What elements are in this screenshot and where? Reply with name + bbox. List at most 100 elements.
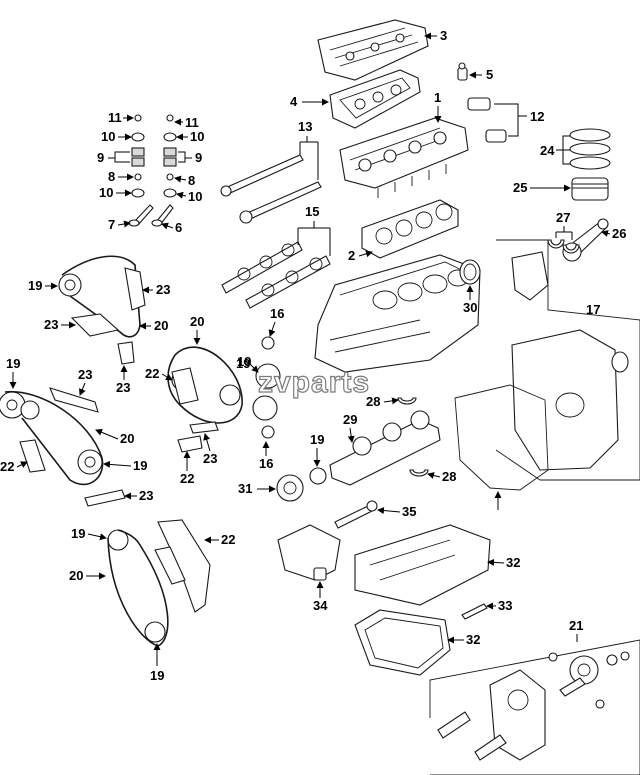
callout-23-d: 23 (78, 367, 92, 382)
callout-9-left: 9 (97, 150, 104, 165)
callout-24: 24 (540, 143, 555, 158)
connecting-rod (562, 218, 609, 262)
upper-oil-pan (354, 524, 491, 606)
callout-15: 15 (305, 204, 319, 219)
callout-20-a: 20 (154, 318, 168, 333)
callout-labels: 3 4 5 1 12 24 25 27 26 11 11 10 10 9 9 8… (0, 28, 626, 683)
oil-level-sensor (461, 603, 488, 620)
callout-32-upper: 32 (506, 555, 520, 570)
callout-16-bottom: 16 (259, 456, 273, 471)
callout-29: 29 (343, 412, 357, 427)
callout-10-a: 10 (101, 129, 115, 144)
callout-30: 30 (463, 300, 477, 315)
cylinder-head (339, 117, 469, 198)
engine-block (314, 254, 481, 373)
callout-33: 33 (498, 598, 512, 613)
piston-rings (569, 128, 611, 170)
callout-20-d: 20 (69, 568, 83, 583)
callout-22-center: 22 (145, 366, 159, 381)
callout-13: 13 (298, 119, 312, 134)
callout-28-bottom: 28 (442, 469, 456, 484)
rocker-shafts (220, 154, 322, 224)
callout-10-d: 10 (188, 189, 202, 204)
camshafts (221, 241, 331, 309)
callout-1: 1 (434, 90, 441, 105)
callout-19-bottom: 19 (150, 668, 164, 683)
callout-23-c: 23 (116, 380, 130, 395)
rod-bearings (547, 239, 580, 254)
callout-23-e: 23 (139, 488, 153, 503)
callout-4: 4 (290, 94, 298, 109)
middle-left-chain (0, 387, 126, 507)
callout-27: 27 (556, 210, 570, 225)
callout-28-top: 28 (366, 394, 380, 409)
upper-left-chain (58, 255, 146, 365)
callout-17: 17 (586, 302, 600, 317)
callout-19-center: 19 (237, 354, 251, 369)
callout-3: 3 (440, 28, 447, 43)
accessory-box (429, 639, 640, 775)
callout-20-c: 20 (120, 431, 134, 446)
crankshaft (329, 410, 441, 486)
oil-pickup-tube (334, 500, 378, 529)
callout-19-left: 19 (6, 356, 20, 371)
valve-cover-gasket (329, 69, 421, 129)
timing-cover-box (495, 239, 640, 481)
callout-25: 25 (513, 180, 527, 195)
cam-adjuster-solenoids (467, 97, 507, 143)
callout-8-left: 8 (108, 169, 115, 184)
callout-8-right: 8 (188, 173, 195, 188)
callout-32-lower: 32 (466, 632, 480, 647)
callout-31: 31 (238, 481, 252, 496)
callout-23-a: 23 (156, 282, 170, 297)
timing-cover-gasket (454, 384, 549, 491)
callout-12: 12 (530, 109, 544, 124)
callout-11-left: 11 (108, 110, 122, 125)
callout-7: 7 (108, 217, 115, 232)
crank-sprocket (309, 467, 327, 485)
valve-train-right (151, 114, 177, 227)
valve-train-left (128, 114, 154, 227)
valve-cover (317, 19, 429, 81)
callout-23-center: 23 (203, 451, 217, 466)
oil-cap (457, 62, 468, 81)
vvt-gears (252, 336, 281, 439)
callout-16-top: 16 (270, 306, 284, 321)
callout-10-c: 10 (99, 185, 113, 200)
oil-pump-bracket (511, 251, 549, 301)
callout-19-center-left: 19 (236, 356, 250, 371)
callout-2: 2 (348, 248, 355, 263)
lower-oil-pan (354, 609, 451, 676)
callout-5: 5 (486, 67, 493, 82)
piston (571, 177, 609, 201)
callout-21: 21 (569, 618, 583, 633)
callout-23-b: 23 (44, 317, 58, 332)
watermark-text: zvparts (258, 366, 370, 399)
callout-19-mid: 19 (133, 458, 147, 473)
callout-22-left: 22 (0, 459, 14, 474)
callout-19-crank: 19 (310, 432, 324, 447)
lower-left-chain (107, 519, 211, 647)
main-bearings (397, 397, 429, 477)
callout-22-lower-center: 22 (180, 471, 194, 486)
callout-34: 34 (313, 598, 328, 613)
timing-cover (511, 329, 629, 471)
head-gasket (361, 199, 459, 259)
oil-pump (277, 524, 341, 581)
callout-26: 26 (612, 226, 626, 241)
rear-main-seal (459, 259, 481, 285)
center-chain (167, 346, 243, 453)
callout-10-b: 10 (190, 129, 204, 144)
callout-9-right: 9 (195, 150, 202, 165)
callout-22-lower: 22 (221, 532, 235, 547)
crank-pulley (276, 474, 304, 502)
callout-19-upper-left: 19 (28, 278, 42, 293)
callout-19-lower: 19 (71, 526, 85, 541)
callout-35: 35 (402, 504, 416, 519)
shaft-bushings (437, 711, 507, 761)
callout-6: 6 (175, 220, 182, 235)
balance-shaft-gear (548, 651, 630, 709)
callout-11-right: 11 (185, 115, 199, 130)
callout-20-b: 20 (190, 314, 204, 329)
